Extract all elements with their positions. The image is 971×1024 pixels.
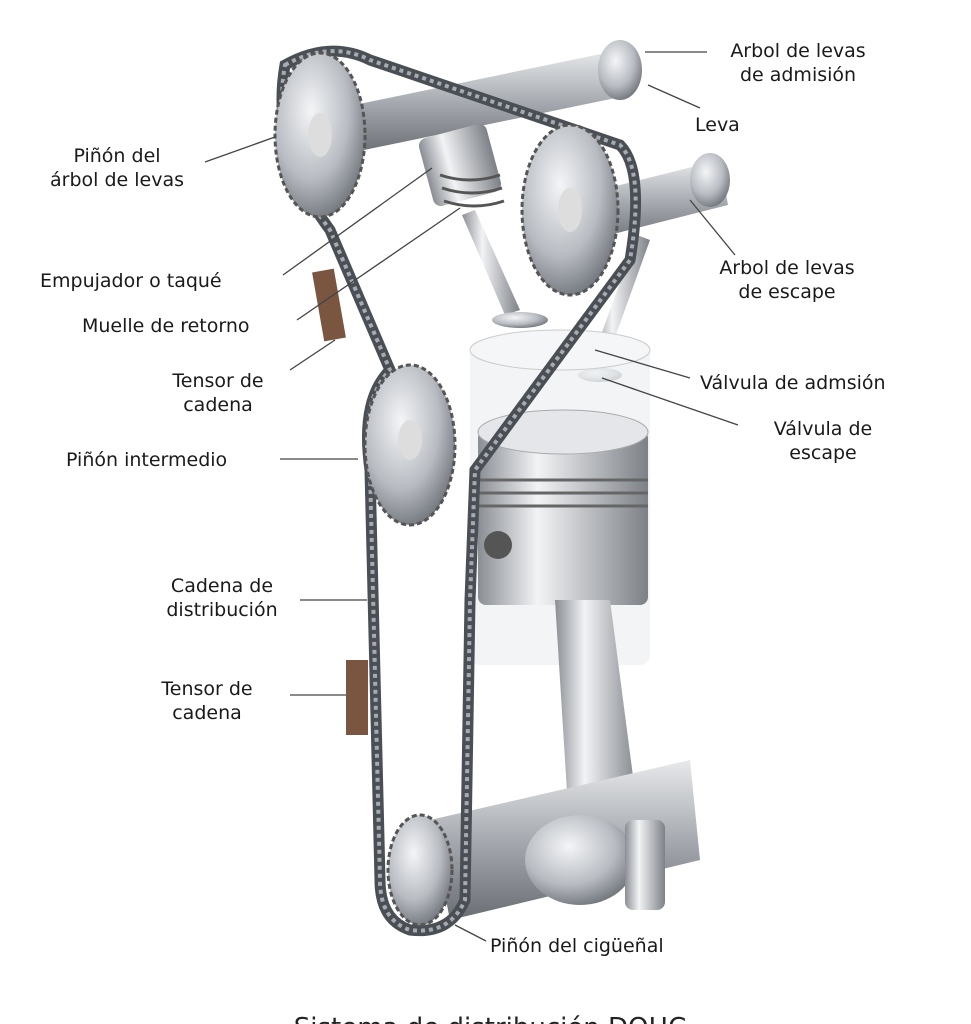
chain-tensioner-upper — [312, 268, 346, 342]
camshaft-sprocket-exhaust — [520, 123, 620, 297]
label-cam: Leva — [695, 114, 740, 136]
label-crankshaft-sprocket: Piñón del cigüeñal — [490, 935, 664, 957]
diagram-caption: Sistema de distribución DOHC — [294, 1013, 686, 1024]
crankshaft — [430, 760, 700, 920]
label-return-spring: Muelle de retorno — [82, 315, 250, 337]
label-intake-valve: Válvula de admsión — [700, 372, 886, 394]
leader-lines — [204, 51, 739, 942]
label-idler-sprocket: Piñón intermedio — [66, 449, 227, 471]
chain-tensioner-lower — [346, 660, 368, 735]
piston — [469, 329, 651, 665]
tappet-and-spring — [418, 123, 548, 328]
idler-sprocket — [363, 363, 457, 527]
label-tappet: Empujador o taqué — [40, 270, 222, 292]
crankshaft-sprocket — [386, 813, 454, 927]
camshaft-sprocket-intake — [273, 51, 367, 219]
